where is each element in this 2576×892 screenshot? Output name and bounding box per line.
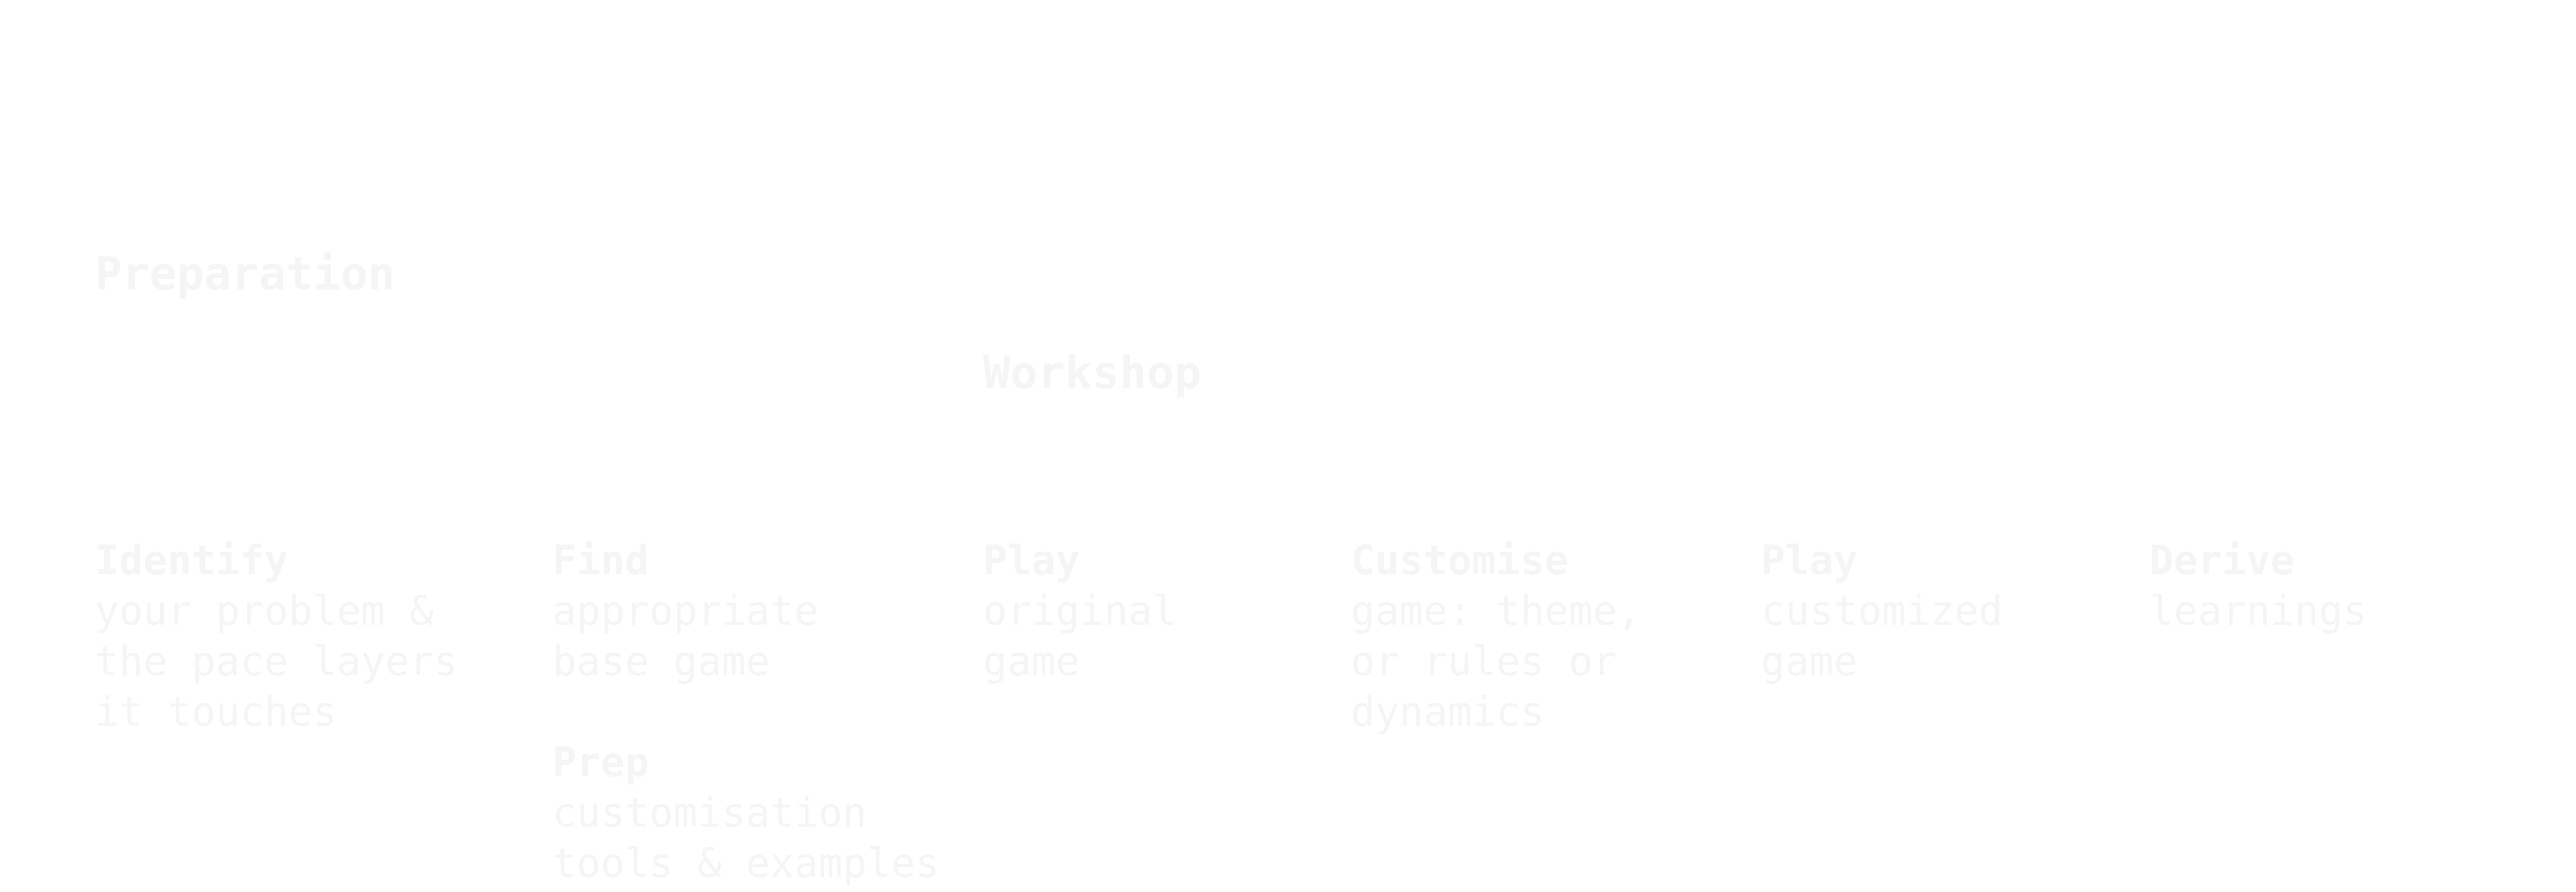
step-play-customized-line: game <box>1761 639 1858 685</box>
step-derive-title: Derive <box>2149 538 2295 584</box>
phase-workshop-heading: Workshop <box>983 346 1201 399</box>
step-customise-title: Customise <box>1351 538 1569 584</box>
step-prep-line: customisation <box>552 790 867 836</box>
step-find-line: appropriate <box>552 588 819 634</box>
step-identify-line: the pace layers <box>95 639 458 685</box>
step-identify: Identify your problem & the pace layers … <box>95 536 457 737</box>
step-play-customized-line: customized <box>1761 588 2003 634</box>
step-find-line: base game <box>552 639 770 685</box>
step-derive-line: learnings <box>2149 588 2367 634</box>
step-play-original-line: game <box>983 639 1080 685</box>
step-identify-title: Identify <box>95 538 289 584</box>
step-find-title: Find <box>552 538 649 584</box>
step-identify-line: it touches <box>95 689 337 735</box>
step-play-original-title: Play <box>983 538 1080 584</box>
step-derive: Derive learnings <box>2149 536 2367 637</box>
step-prep: Prep customisation tools & examples <box>552 737 939 889</box>
step-prep-line: tools & examples <box>552 840 940 887</box>
step-prep-title: Prep <box>552 740 649 786</box>
step-find: Find appropriate base game <box>552 536 819 687</box>
step-customise-line: game: theme, <box>1351 588 1641 634</box>
step-customise: Customise game: theme, or rules or dynam… <box>1351 536 1641 737</box>
step-customise-line: or rules or <box>1351 639 1617 685</box>
step-play-customized-title: Play <box>1761 538 1858 584</box>
step-customise-line: dynamics <box>1351 689 1545 735</box>
step-play-customized: Play customized game <box>1761 536 2003 687</box>
phase-preparation-heading: Preparation <box>95 247 395 300</box>
step-play-original: Play original game <box>983 536 1177 687</box>
step-identify-line: your problem & <box>95 588 434 634</box>
step-play-original-line: original <box>983 588 1177 634</box>
